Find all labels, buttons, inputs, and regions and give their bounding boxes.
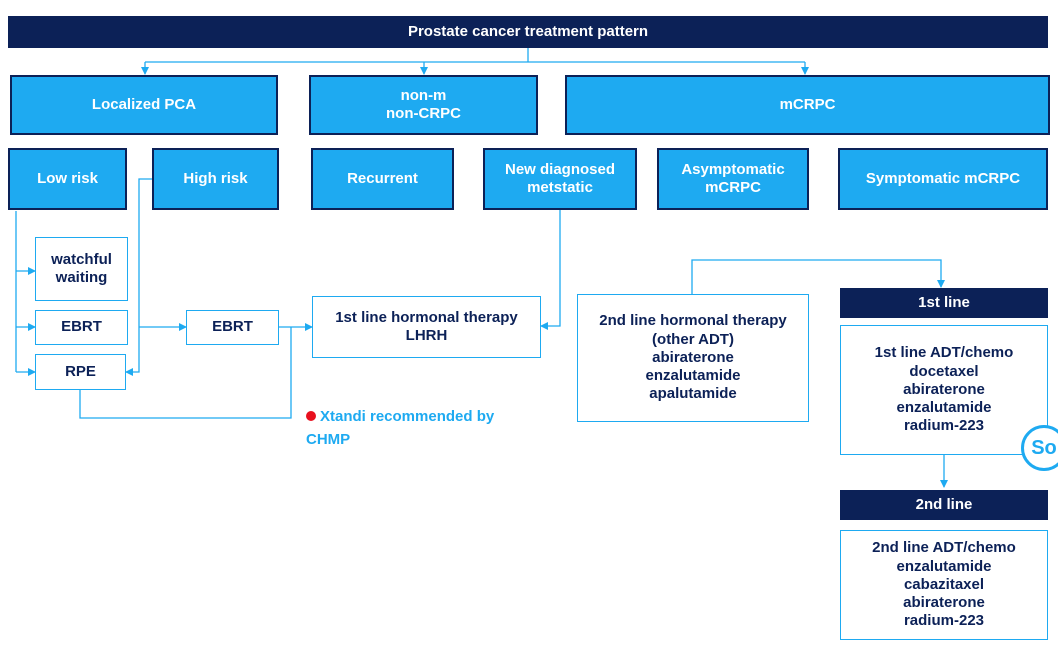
subcategory-symptomatic-mcrpc: Symptomatic mCRPC — [838, 148, 1048, 210]
subcategory-high-risk: High risk — [152, 148, 279, 210]
xtandi-note-text: Xtandi recommended by CHMP — [306, 408, 495, 448]
second-line-header: 2nd line — [840, 490, 1048, 520]
xtandi-note: Xtandi recommended by CHMP — [306, 406, 536, 451]
treatment-second-line-hormonal-therapy: 2nd line hormonal therapy (other ADT) ab… — [577, 294, 809, 422]
first-line-header: 1st line — [840, 288, 1048, 318]
subcategory-recurrent: Recurrent — [311, 148, 454, 210]
category-localized-pca: Localized PCA — [10, 75, 278, 135]
category-mcrpc: mCRPC — [565, 75, 1050, 135]
treatment-ebrt-low-risk: EBRT — [35, 310, 128, 345]
treatment-rpe: RPE — [35, 354, 126, 390]
first-line-treatments: 1st line ADT/chemo docetaxel abiraterone… — [840, 325, 1048, 455]
treatment-watchful-waiting: watchful waiting — [35, 237, 128, 301]
title-bar: Prostate cancer treatment pattern — [8, 16, 1048, 48]
second-line-treatments: 2nd line ADT/chemo enzalutamide cabazita… — [840, 530, 1048, 640]
category-non-m-non-crpc: non-m non-CRPC — [309, 75, 538, 135]
red-dot-icon — [306, 411, 316, 421]
subcategory-low-risk: Low risk — [8, 148, 127, 210]
treatment-first-line-hormonal-therapy: 1st line hormonal therapy LHRH — [312, 296, 541, 358]
subcategory-new-diagnosed-metastatic: New diagnosed metstatic — [483, 148, 637, 210]
page-title: Prostate cancer treatment pattern — [407, 22, 649, 40]
subcategory-asymptomatic-mcrpc: Asymptomatic mCRPC — [657, 148, 809, 210]
treatment-ebrt-high-risk: EBRT — [186, 310, 279, 345]
so-badge: So — [1021, 425, 1058, 471]
